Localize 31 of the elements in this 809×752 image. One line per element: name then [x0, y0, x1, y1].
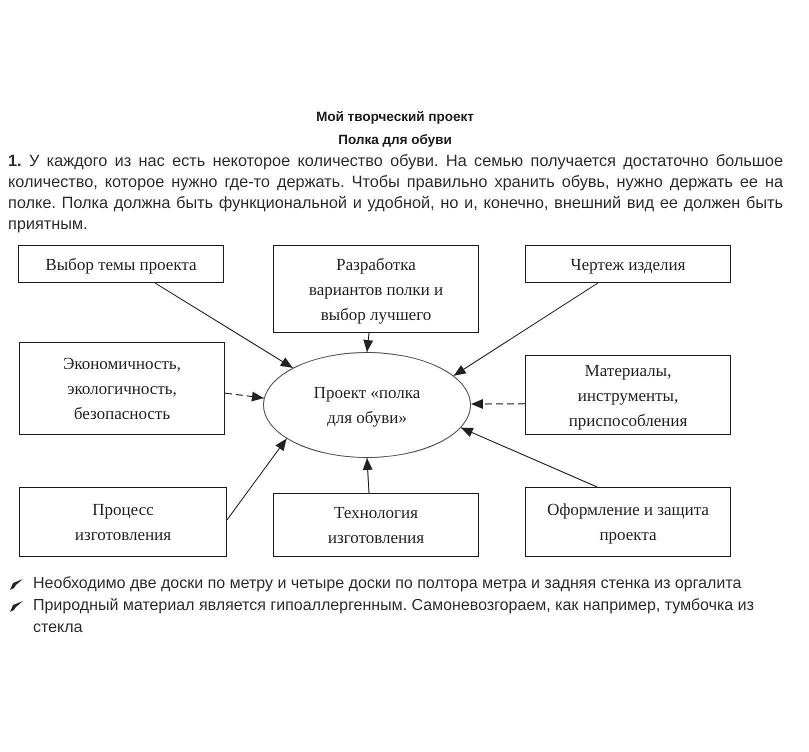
arrow — [362, 458, 373, 494]
process-box — [525, 245, 731, 283]
arrow — [224, 392, 264, 402]
node-label: Технология изготовления — [326, 502, 426, 549]
node-label: Оформление и защита проекта — [546, 499, 710, 546]
arrow — [363, 332, 374, 352]
bullet-text: Необходимо две доски по метру и четыре доски по полтора метра и задняя стенка из оргалита — [33, 574, 742, 594]
process-box — [273, 493, 479, 557]
node-label: Разработка вариантов полки и выбор лучшего — [308, 254, 444, 326]
intro-paragraph: 1. У каждого из нас есть некоторое количество обуви. На семью получается достаточно большое количество, которое нужно где-то держать. Чтобы правильно хранить обувь, нужно держать ее на полке. Полка должна быть функциональной и удобной, но и, конечно, внешний вид ее должен быть приятным. — [8, 151, 783, 235]
subtitle: Полка для обуви — [337, 132, 453, 147]
arrow — [154, 282, 294, 368]
node-label: Выбор темы проекта — [45, 254, 197, 276]
bullet-text: Природный материал является гипоаллергенным. Самоневозгораем, как например, тумбочка из стекла — [33, 596, 755, 638]
process-box — [525, 487, 731, 557]
process-box — [19, 342, 225, 435]
node-label: Чертеж изделия — [570, 254, 686, 276]
process-box — [525, 355, 731, 435]
process-box — [19, 487, 227, 557]
process-box — [18, 245, 224, 283]
arrow — [453, 282, 598, 376]
node-label: Экономичность, экологичность, безопасность — [62, 353, 182, 425]
ellipse-node — [263, 352, 471, 458]
arrow — [460, 427, 598, 488]
node-label: Проект «полка для обуви» — [312, 382, 422, 429]
node-label: Материалы, инструменты, приспособления — [568, 360, 688, 432]
arrow — [470, 398, 526, 409]
process-box — [273, 245, 479, 333]
diagram-title: Мой творческий проект — [315, 109, 475, 124]
node-label: Процесс изготовления — [74, 499, 172, 546]
arrow — [226, 438, 288, 520]
